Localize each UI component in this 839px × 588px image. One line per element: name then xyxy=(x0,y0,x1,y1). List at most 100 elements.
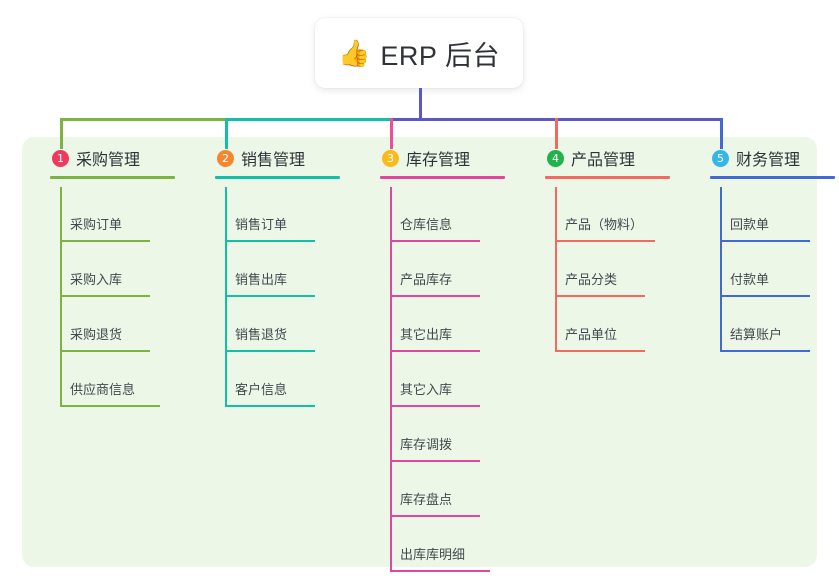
leaf-label: 采购入库 xyxy=(70,272,123,287)
leaf-label: 销售退货 xyxy=(235,327,288,342)
diagram-panel xyxy=(22,137,817,567)
column-title-2: 销售管理 xyxy=(241,152,306,169)
leaf-item[interactable]: 采购入库 xyxy=(36,242,201,297)
leaf-label: 结算账户 xyxy=(730,327,783,342)
leaf-label: 供应商信息 xyxy=(70,382,136,397)
leaf-item[interactable]: 客户信息 xyxy=(201,352,366,407)
leaf-label: 付款单 xyxy=(730,272,770,287)
column-header-1[interactable]: 1 采购管理 xyxy=(36,141,201,179)
column-1: 1 采购管理采购订单采购入库采购退货供应商信息 xyxy=(36,141,201,407)
leaf-underline xyxy=(60,240,150,242)
leaf-underline xyxy=(390,405,480,407)
leaf-list-2: 销售订单销售出库销售退货客户信息 xyxy=(201,187,366,407)
leaf-underline xyxy=(390,240,480,242)
leaf-item[interactable]: 产品库存 xyxy=(366,242,531,297)
column-header-underline-4 xyxy=(545,176,670,179)
drop-line-col-5 xyxy=(720,118,723,149)
leaf-underline xyxy=(720,295,810,297)
column-header-underline-3 xyxy=(380,176,505,179)
leaf-item[interactable]: 产品（物料） xyxy=(531,187,696,242)
leaf-spine-3 xyxy=(390,187,392,572)
leaf-item[interactable]: 采购订单 xyxy=(36,187,201,242)
leaf-list-5: 回款单付款单结算账户 xyxy=(696,187,839,352)
leaf-label: 库存盘点 xyxy=(400,492,453,507)
drop-line-col-4 xyxy=(555,118,558,149)
leaf-underline xyxy=(390,515,480,517)
drop-line-col-3 xyxy=(390,118,393,149)
leaf-item[interactable]: 产品单位 xyxy=(531,297,696,352)
leaf-list-1: 采购订单采购入库采购退货供应商信息 xyxy=(36,187,201,407)
leaf-item[interactable]: 其它入库 xyxy=(366,352,531,407)
leaf-label: 销售出库 xyxy=(235,272,288,287)
leaf-underline xyxy=(225,240,315,242)
leaf-underline xyxy=(225,295,315,297)
leaf-underline xyxy=(225,350,315,352)
leaf-label: 库存调拨 xyxy=(400,437,453,452)
leaf-item[interactable]: 付款单 xyxy=(696,242,839,297)
leaf-spine-2 xyxy=(225,187,227,407)
leaf-label: 销售订单 xyxy=(235,217,288,232)
column-header-2[interactable]: 2 销售管理 xyxy=(201,141,366,179)
thumbs-up-icon: 👍 xyxy=(338,38,371,68)
leaf-label: 仓库信息 xyxy=(400,217,453,232)
column-badge-2: 2 xyxy=(217,149,234,167)
bus-segment-teal xyxy=(225,118,393,121)
leaf-label: 采购订单 xyxy=(70,217,123,232)
leaf-underline xyxy=(390,350,480,352)
leaf-item[interactable]: 销售订单 xyxy=(201,187,366,242)
leaf-item[interactable]: 采购退货 xyxy=(36,297,201,352)
drop-line-col-2 xyxy=(225,118,228,149)
column-badge-4: 4 xyxy=(547,149,564,167)
leaf-underline xyxy=(720,240,810,242)
leaf-label: 其它出库 xyxy=(400,327,453,342)
leaf-underline xyxy=(60,295,150,297)
column-title-1: 采购管理 xyxy=(76,152,141,169)
leaf-label: 产品单位 xyxy=(565,327,618,342)
root-stem-line xyxy=(419,88,422,121)
leaf-item[interactable]: 回款单 xyxy=(696,187,839,242)
column-badge-5: 5 xyxy=(712,149,729,167)
leaf-underline xyxy=(60,350,150,352)
leaf-label: 产品（物料） xyxy=(565,217,644,232)
column-title-4: 产品管理 xyxy=(571,152,636,169)
leaf-item[interactable]: 库存盘点 xyxy=(366,462,531,517)
leaf-item[interactable]: 仓库信息 xyxy=(366,187,531,242)
leaf-item[interactable]: 产品分类 xyxy=(531,242,696,297)
column-4: 4 产品管理产品（物料） 产品分类产品单位 xyxy=(531,141,696,352)
leaf-underline xyxy=(60,405,160,407)
column-header-4[interactable]: 4 产品管理 xyxy=(531,141,696,179)
leaf-label: 客户信息 xyxy=(235,382,288,397)
leaf-item[interactable]: 出库库明细 xyxy=(366,517,531,572)
leaf-item[interactable]: 销售退货 xyxy=(201,297,366,352)
leaf-list-4: 产品（物料） 产品分类产品单位 xyxy=(531,187,696,352)
root-node-card[interactable]: 👍 ERP 后台 xyxy=(315,18,523,88)
leaf-spine-1 xyxy=(60,187,62,407)
leaf-item[interactable]: 其它出库 xyxy=(366,297,531,352)
column-header-underline-1 xyxy=(50,176,175,179)
column-3: 3 库存管理仓库信息产品库存其它出库其它入库库存调拨库存盘点出库库明细 xyxy=(366,141,531,572)
column-badge-3: 3 xyxy=(382,149,399,167)
leaf-label: 产品分类 xyxy=(565,272,618,287)
leaf-list-3: 仓库信息产品库存其它出库其它入库库存调拨库存盘点出库库明细 xyxy=(366,187,531,572)
column-title-3: 库存管理 xyxy=(406,152,471,169)
column-badge-1: 1 xyxy=(52,149,69,167)
leaf-underline xyxy=(390,570,490,572)
column-header-underline-2 xyxy=(215,176,340,179)
leaf-item[interactable]: 销售出库 xyxy=(201,242,366,297)
leaf-label: 采购退货 xyxy=(70,327,123,342)
leaf-item[interactable]: 结算账户 xyxy=(696,297,839,352)
drop-line-col-1 xyxy=(60,118,63,149)
root-node-title: ERP 后台 xyxy=(380,40,500,71)
leaf-spine-5 xyxy=(720,187,722,352)
leaf-underline xyxy=(390,295,480,297)
leaf-label: 出库库明细 xyxy=(400,547,466,562)
leaf-label: 产品库存 xyxy=(400,272,453,287)
column-header-3[interactable]: 3 库存管理 xyxy=(366,141,531,179)
leaf-underline xyxy=(555,240,655,242)
leaf-item[interactable]: 库存调拨 xyxy=(366,407,531,462)
bus-segment-green xyxy=(60,118,228,121)
leaf-item[interactable]: 供应商信息 xyxy=(36,352,201,407)
leaf-label: 回款单 xyxy=(730,217,770,232)
